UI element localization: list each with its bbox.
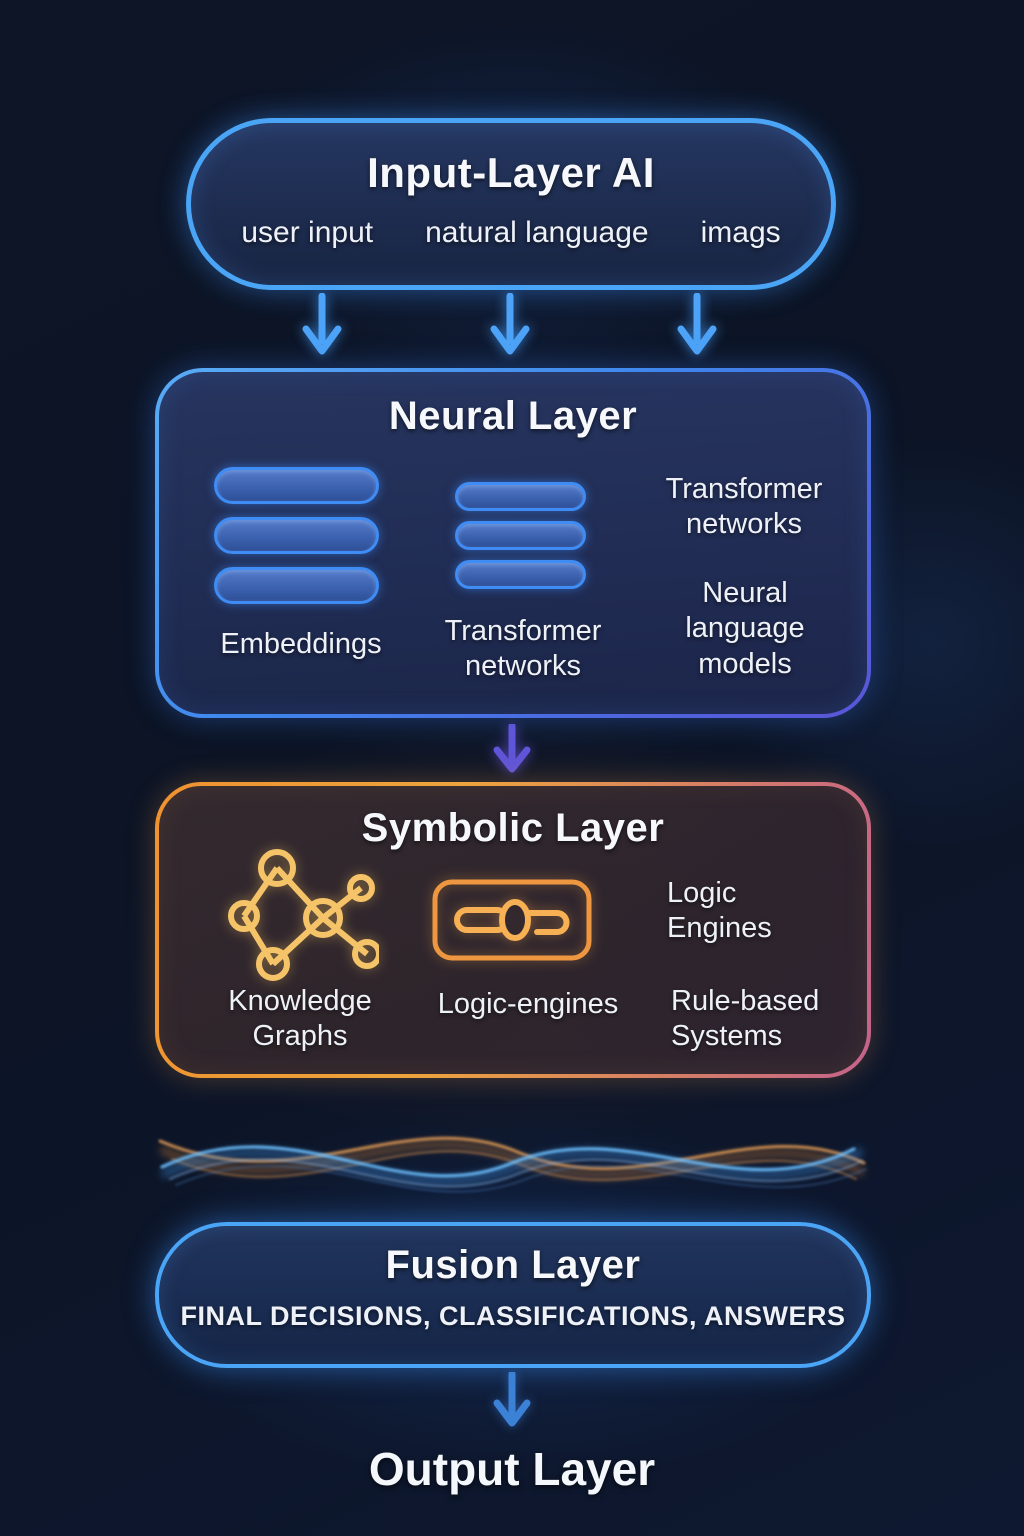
down-arrow-icon bbox=[490, 724, 534, 780]
transformer-networks-label: Transformer networks bbox=[665, 473, 823, 541]
neural-layer-title: Neural Layer bbox=[388, 394, 638, 438]
input-layer-title: Input-Layer AI bbox=[367, 149, 655, 196]
rule-based-systems-label: Rule-based Systems bbox=[671, 985, 820, 1053]
input-item-images: imags bbox=[700, 216, 781, 249]
input-layer-items: user input natural language imags bbox=[191, 215, 831, 252]
embedding-bars-icon bbox=[455, 482, 586, 589]
logic-slider-icon bbox=[431, 878, 593, 962]
embeddings-label: Embeddings bbox=[220, 628, 382, 660]
neural-layer-box: Neural Layer Transformer networks Neural… bbox=[155, 368, 871, 718]
embedding-bar bbox=[455, 521, 586, 550]
fusion-layer-box: Fusion Layer FINAL DECISIONS, CLASSIFICA… bbox=[155, 1222, 871, 1368]
embedding-bar bbox=[214, 567, 379, 604]
transformer-networks-caption: Transformer networks bbox=[444, 615, 602, 683]
output-layer-title: Output Layer bbox=[368, 1443, 656, 1495]
input-item-user-input: user input bbox=[241, 216, 374, 249]
neural-language-models-label: Neural language models bbox=[685, 577, 805, 680]
embedding-bar bbox=[455, 482, 586, 511]
logic-engines-label: Logic Engines bbox=[667, 877, 772, 945]
input-layer-box: Input-Layer AI user input natural langua… bbox=[186, 118, 836, 290]
down-arrow-icon bbox=[300, 293, 344, 363]
symbolic-layer-box: Symbolic Layer bbox=[155, 782, 871, 1078]
symbolic-layer-title: Symbolic Layer bbox=[361, 806, 665, 850]
fusion-layer-title: Fusion Layer bbox=[385, 1243, 641, 1287]
down-arrow-icon bbox=[490, 1372, 534, 1434]
down-arrow-icon bbox=[675, 293, 719, 363]
embedding-bar bbox=[214, 467, 379, 504]
embedding-bar bbox=[214, 517, 379, 554]
fusion-waves-icon bbox=[150, 1093, 874, 1227]
embedding-bar bbox=[455, 560, 586, 589]
knowledge-graphs-label: Knowledge Graphs bbox=[228, 985, 372, 1053]
down-arrow-icon bbox=[488, 293, 532, 363]
embedding-bars-icon bbox=[214, 467, 379, 604]
knowledge-graph-icon bbox=[211, 842, 382, 984]
logic-engines-caption: Logic-engines bbox=[437, 988, 619, 1020]
input-item-natural-language: natural language bbox=[425, 216, 649, 249]
fusion-layer-subtitle: FINAL DECISIONS, CLASSIFICATIONS, ANSWER… bbox=[180, 1301, 846, 1331]
